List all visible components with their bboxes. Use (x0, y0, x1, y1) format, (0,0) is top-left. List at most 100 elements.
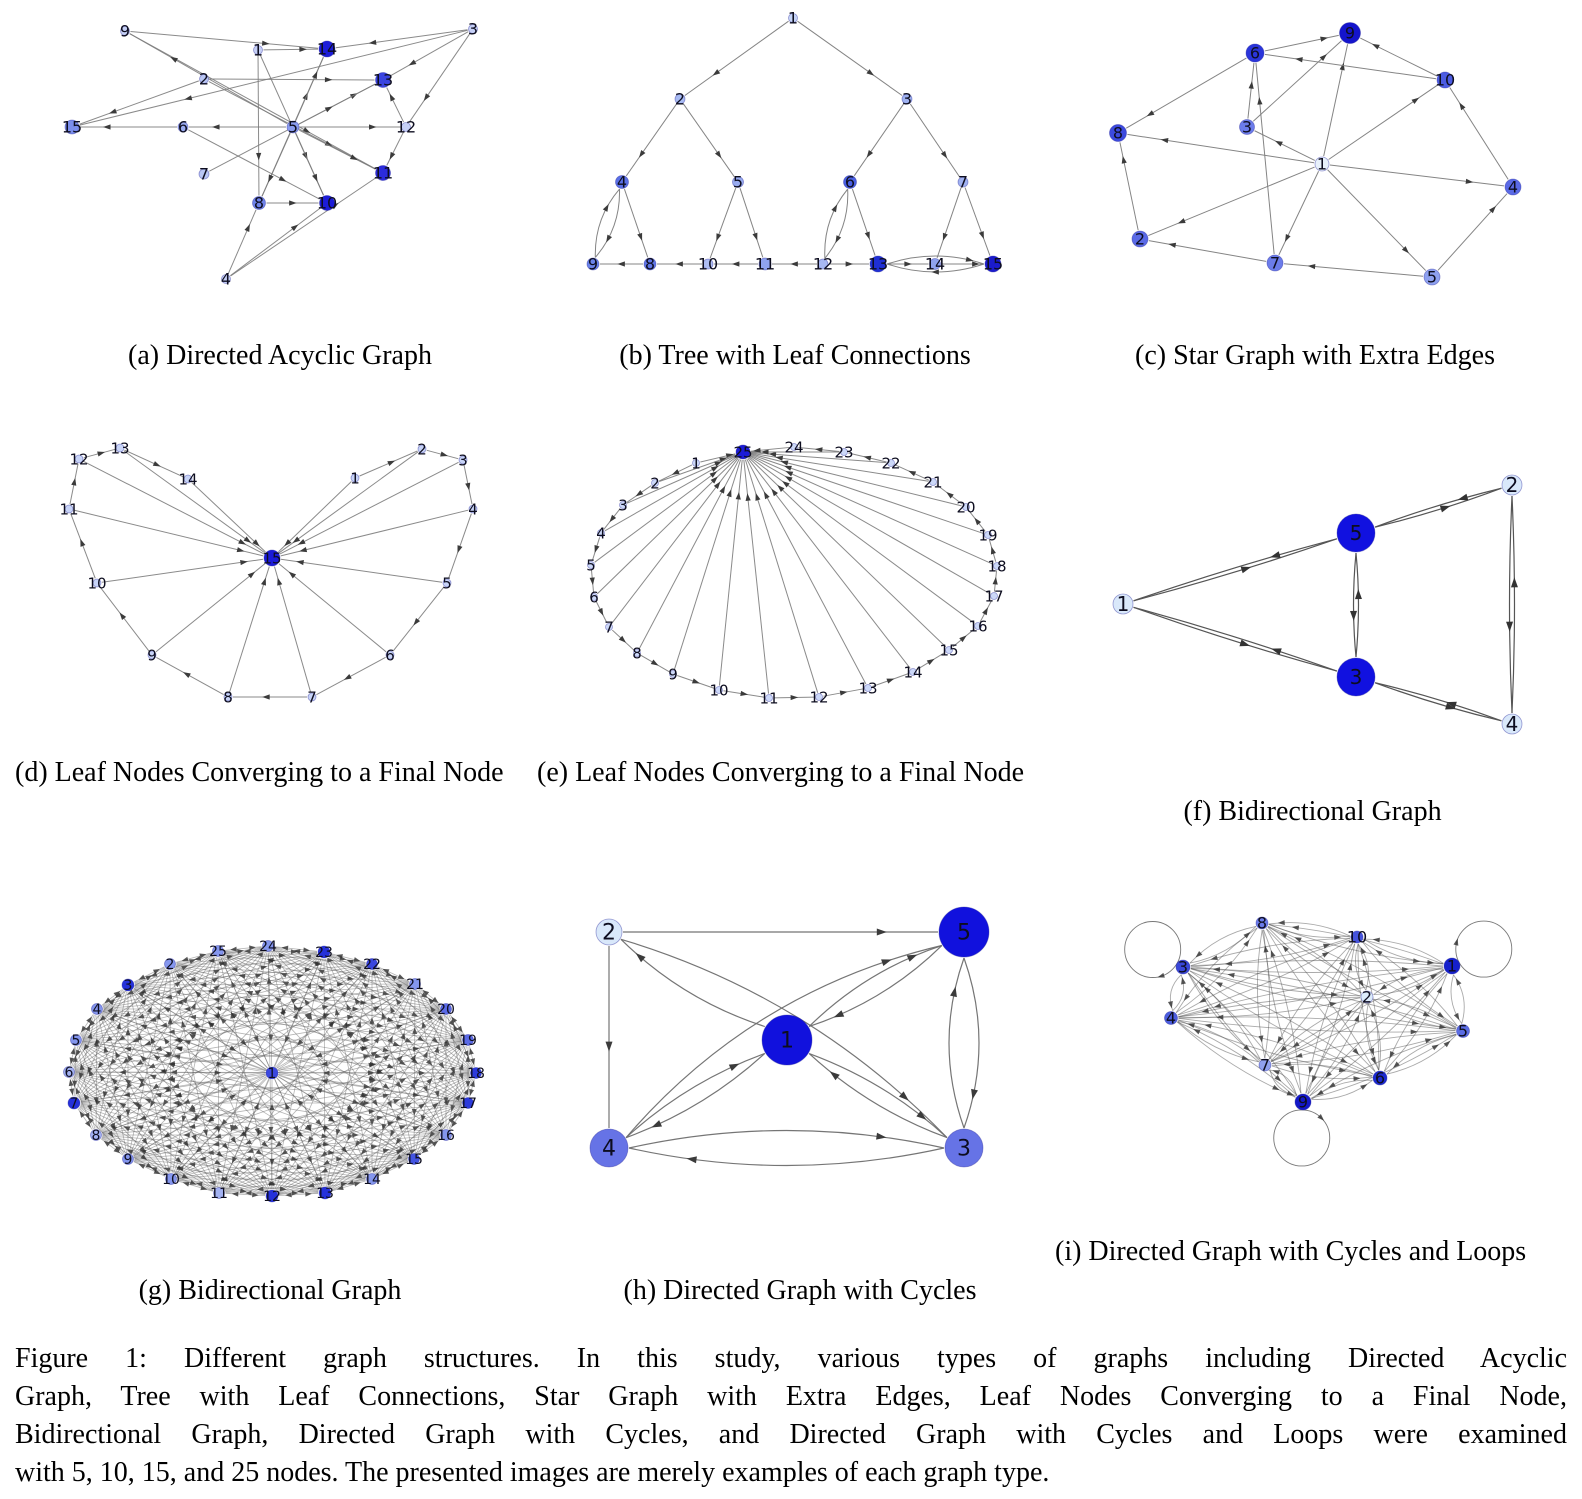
svg-text:3: 3 (1350, 665, 1363, 689)
svg-text:11: 11 (210, 1186, 228, 1202)
svg-text:4: 4 (1508, 178, 1518, 197)
svg-text:17: 17 (984, 587, 1003, 605)
svg-text:5: 5 (72, 1033, 81, 1049)
svg-text:8: 8 (645, 255, 655, 274)
svg-text:2: 2 (1506, 473, 1519, 497)
subcaption-h: (h) Directed Graph with Cycles (623, 1275, 977, 1306)
subcaption-d: (d) Leaf Nodes Converging to a Final Nod… (15, 757, 504, 788)
svg-text:8: 8 (92, 1128, 101, 1144)
svg-text:1: 1 (1117, 592, 1130, 616)
svg-text:22: 22 (363, 957, 381, 973)
svg-text:14: 14 (903, 663, 922, 681)
figure-caption-line: Bidirectional Graph, Directed Graph with… (15, 1419, 1567, 1450)
figure-caption-line: Graph, Tree with Leaf Connections, Star … (15, 1381, 1567, 1412)
subcaption-c: (c) Star Graph with Extra Edges (1135, 340, 1495, 371)
svg-text:12: 12 (813, 255, 833, 274)
svg-text:24: 24 (784, 438, 803, 456)
svg-text:9: 9 (1345, 24, 1355, 43)
svg-text:11: 11 (759, 689, 778, 707)
svg-text:19: 19 (459, 1033, 477, 1049)
svg-text:9: 9 (147, 646, 157, 664)
svg-text:10: 10 (317, 194, 337, 213)
svg-text:2: 2 (166, 957, 175, 973)
svg-text:3: 3 (124, 978, 133, 994)
svg-text:5: 5 (1458, 1022, 1468, 1041)
svg-text:5: 5 (733, 173, 743, 192)
svg-text:4: 4 (596, 524, 606, 542)
svg-text:2: 2 (1135, 230, 1145, 249)
svg-text:14: 14 (925, 255, 945, 274)
figure-caption: Figure 1: Different graph structures. In… (15, 1340, 1567, 1492)
svg-text:18: 18 (987, 557, 1006, 575)
svg-text:9: 9 (1298, 1093, 1308, 1112)
svg-text:12: 12 (69, 450, 88, 468)
svg-text:2: 2 (675, 90, 685, 109)
svg-text:8: 8 (223, 688, 233, 706)
svg-text:10: 10 (162, 1172, 180, 1188)
svg-text:25: 25 (209, 944, 227, 960)
subcaption-g: (g) Bidirectional Graph (138, 1275, 402, 1306)
svg-text:3: 3 (618, 496, 628, 514)
svg-text:5: 5 (1350, 521, 1363, 545)
svg-text:6: 6 (845, 173, 855, 192)
svg-text:9: 9 (120, 22, 130, 41)
subcaption-a: (a) Directed Acyclic Graph (128, 340, 432, 371)
svg-text:10: 10 (87, 574, 106, 592)
svg-text:7: 7 (1270, 254, 1280, 273)
svg-text:6: 6 (589, 588, 599, 606)
svg-text:20: 20 (956, 498, 975, 516)
svg-text:5: 5 (288, 118, 298, 137)
svg-text:7: 7 (199, 165, 209, 184)
svg-text:2: 2 (1362, 988, 1372, 1007)
svg-text:6: 6 (1250, 44, 1260, 63)
svg-text:5: 5 (442, 574, 452, 592)
svg-text:10: 10 (1435, 71, 1455, 90)
svg-text:20: 20 (437, 1002, 455, 1018)
svg-text:14: 14 (178, 470, 197, 488)
svg-text:5: 5 (1427, 268, 1437, 287)
svg-text:19: 19 (978, 526, 997, 544)
svg-text:1: 1 (350, 469, 360, 487)
svg-text:14: 14 (317, 40, 337, 59)
svg-text:2: 2 (417, 440, 427, 458)
svg-text:13: 13 (110, 439, 129, 457)
svg-text:7: 7 (604, 618, 614, 636)
svg-text:15: 15 (983, 255, 1003, 274)
svg-text:6: 6 (1375, 1069, 1385, 1088)
svg-text:15: 15 (62, 118, 82, 137)
svg-text:2: 2 (199, 70, 209, 89)
svg-text:3: 3 (1178, 958, 1188, 977)
svg-text:13: 13 (858, 679, 877, 697)
svg-text:9: 9 (668, 665, 678, 683)
svg-text:6: 6 (65, 1065, 74, 1081)
svg-text:17: 17 (459, 1096, 477, 1112)
svg-text:25: 25 (733, 443, 752, 461)
svg-text:18: 18 (467, 1066, 485, 1082)
svg-text:2: 2 (650, 474, 660, 492)
svg-text:21: 21 (923, 473, 942, 491)
svg-text:5: 5 (586, 556, 596, 574)
svg-text:4: 4 (602, 1137, 616, 1162)
svg-text:8: 8 (1113, 124, 1123, 143)
svg-text:13: 13 (373, 71, 393, 90)
svg-text:14: 14 (363, 1172, 381, 1188)
svg-text:1: 1 (1447, 957, 1457, 976)
svg-text:1: 1 (691, 454, 701, 472)
svg-text:1: 1 (253, 41, 263, 60)
svg-text:3: 3 (957, 1137, 971, 1162)
figure-caption-line: Figure 1: Different graph structures. In… (15, 1343, 1567, 1374)
subcaption-b: (b) Tree with Leaf Connections (619, 340, 971, 371)
svg-text:7: 7 (70, 1096, 79, 1112)
svg-text:4: 4 (1506, 712, 1519, 736)
svg-text:8: 8 (254, 194, 264, 213)
svg-text:6: 6 (385, 646, 395, 664)
svg-text:11: 11 (59, 500, 78, 518)
svg-text:15: 15 (405, 1152, 423, 1168)
subcaption-i: (i) Directed Graph with Cycles and Loops (1055, 1236, 1527, 1267)
svg-text:11: 11 (755, 255, 775, 274)
svg-text:4: 4 (1166, 1009, 1176, 1028)
svg-text:12: 12 (263, 1189, 281, 1205)
svg-text:12: 12 (396, 118, 416, 137)
svg-text:11: 11 (373, 164, 393, 183)
